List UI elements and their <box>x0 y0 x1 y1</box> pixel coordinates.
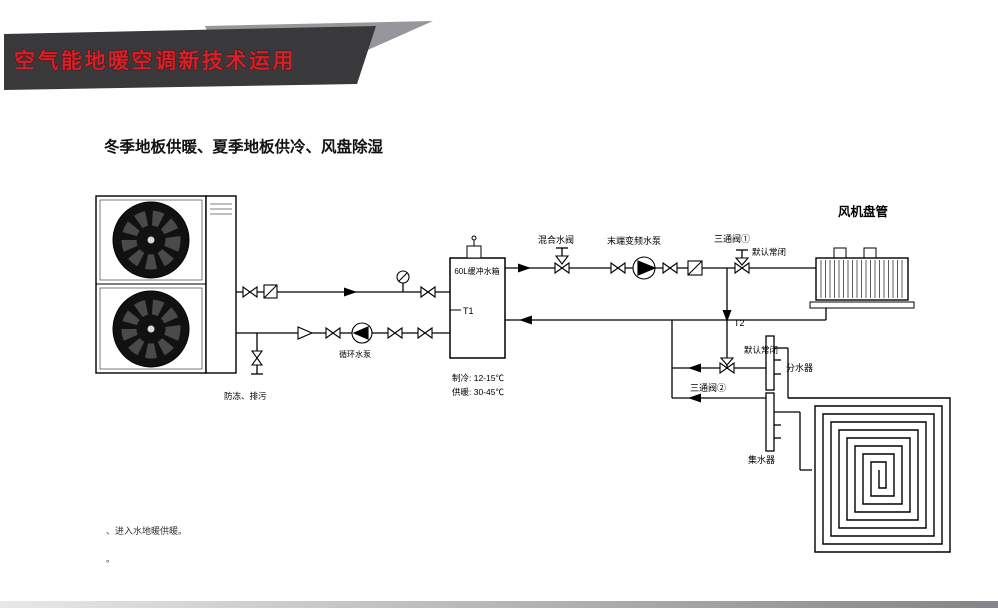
fan-icon <box>112 201 190 279</box>
mixing-valve-top-port <box>554 255 570 265</box>
normally-closed-1-label: 默认常闭 <box>752 247 786 257</box>
arrow-down-icon <box>722 310 732 322</box>
fan-coil-unit <box>809 247 915 309</box>
three-way-valve-1-icon <box>734 261 750 275</box>
diagram-labels: 60L缓冲水箱 T1 制冷: 12-15℃ 供暖: 30-45℃ 防冻、排污 循… <box>106 204 888 564</box>
pump-impeller-icon <box>637 260 657 276</box>
valve-icon <box>420 285 436 299</box>
condensate-pan <box>809 301 915 309</box>
valve-icon <box>417 326 433 340</box>
valve-icon <box>662 261 678 275</box>
three-way-valve-1-label: 三通阀① <box>714 234 750 244</box>
three-way-valve-2-label: 三通阀② <box>690 383 726 393</box>
distributor-label: 分水器 <box>786 362 813 373</box>
heating-temp-label: 供暖: 30-45℃ <box>452 387 504 397</box>
collector-manifold <box>765 392 775 452</box>
piping <box>236 247 827 471</box>
three-way-valve-2-top-port <box>719 357 735 366</box>
mixing-valve-label: 混合水阀 <box>538 234 574 245</box>
arrow-left-icon <box>688 363 701 373</box>
fan-coil-label: 风机盘管 <box>838 204 888 219</box>
valve-icon <box>387 326 403 340</box>
three-way-valve-2-icon <box>719 361 735 375</box>
t2-sensor-label: T2 <box>734 318 745 328</box>
footnote: 、进入水地暖供暖。 <box>106 525 187 536</box>
terminal-pump-label: 末端变频水泵 <box>607 235 661 246</box>
three-way-valve-1-top-port <box>734 257 750 266</box>
banner-ribbon <box>4 26 376 90</box>
valves-and-fittings <box>242 255 750 375</box>
arrow-right-icon <box>344 287 357 297</box>
circulation-pump-label: 循环水泵 <box>339 349 371 359</box>
distributor-manifold <box>765 335 775 391</box>
strainer-icon <box>297 326 314 340</box>
bottom-edge-strip <box>0 601 998 608</box>
flow-arrows <box>344 263 732 403</box>
banner-title: 空气能地暖空调新技术运用 <box>14 49 296 73</box>
drain-valve-icon <box>250 350 264 366</box>
footnote-2: 。 <box>106 554 115 564</box>
unit-side-panel <box>205 195 237 374</box>
fan-icon <box>112 290 190 368</box>
pump-impeller-icon <box>352 326 369 340</box>
valve-icon <box>242 285 258 299</box>
cooling-temp-label: 制冷: 12-15℃ <box>452 373 504 383</box>
heat-pump-unit <box>95 195 237 374</box>
arrow-left-icon <box>519 315 532 325</box>
page-title: 冬季地板供暖、夏季地板供冷、风盘除湿 <box>104 137 384 156</box>
collector-label: 集水器 <box>748 454 775 465</box>
tank-label: 60L缓冲水箱 <box>454 266 499 276</box>
arrow-left-icon <box>688 393 701 403</box>
valve-icon <box>610 261 626 275</box>
t1-sensor-label: T1 <box>463 306 474 316</box>
valve-icon <box>325 326 341 340</box>
arrow-right-icon <box>518 263 531 273</box>
floor-coil-spiral <box>788 397 951 553</box>
manifolds <box>765 335 775 452</box>
banner: 空气能地暖空调新技术运用 <box>4 21 433 90</box>
normally-closed-2-label: 默认常闭 <box>744 345 778 355</box>
buffer-tank <box>449 235 506 359</box>
drain-label: 防冻、排污 <box>224 391 267 401</box>
mixing-valve-icon <box>554 261 570 275</box>
